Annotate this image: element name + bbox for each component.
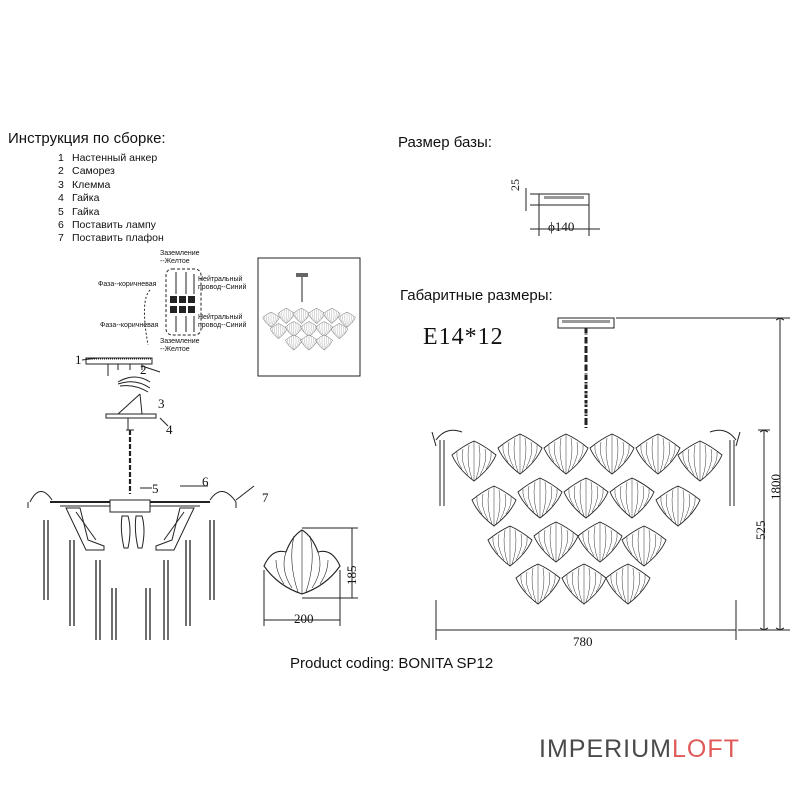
shade-drawing: [263, 527, 358, 626]
assembly-title: Инструкция по сборке:: [8, 130, 166, 147]
base-size-title: Размер базы:: [398, 134, 492, 151]
wire-label-neutral-bottom: Нейтральный провод--Синий: [198, 314, 247, 329]
shade-width-label: 200: [294, 611, 314, 626]
wire-label-ground-top: Заземление --Желтое: [160, 250, 200, 265]
inset-preview: [257, 257, 361, 377]
assembly-drawing: [27, 357, 255, 640]
brand-logo: IMPERIUMLOFT: [539, 735, 740, 764]
callout-5: 5: [152, 481, 159, 496]
wire-label-phase-top: Фаза--коричневая: [98, 281, 157, 288]
wire-label-ground-bottom: Заземление --Желтое: [160, 338, 200, 353]
wire-label-phase-bottom: Фаза--коричневая: [100, 322, 159, 329]
callout-4: 4: [166, 422, 173, 437]
wiring-block: [144, 268, 202, 346]
overall-size-title: Габаритные размеры:: [400, 287, 553, 304]
overall-width-label: 780: [573, 634, 593, 649]
chandelier-drawing: [431, 317, 790, 640]
base-drawing: [525, 188, 600, 236]
callout-6: 6: [202, 474, 209, 489]
base-diameter-label: ϕ140: [548, 219, 575, 234]
brand-part1: IMPERIUM: [539, 735, 672, 763]
callout-1: 1: [75, 352, 82, 367]
brand-part2: LOFT: [672, 735, 740, 763]
wire-label-neutral-top: Нейтральный провод--Синий: [198, 276, 247, 291]
callout-7: 7: [262, 490, 269, 505]
callout-2: 2: [140, 362, 147, 377]
lamp-spec: E14*12: [423, 324, 504, 350]
product-coding: Product coding: BONITA SP12: [290, 655, 494, 672]
callout-3: 3: [158, 396, 165, 411]
